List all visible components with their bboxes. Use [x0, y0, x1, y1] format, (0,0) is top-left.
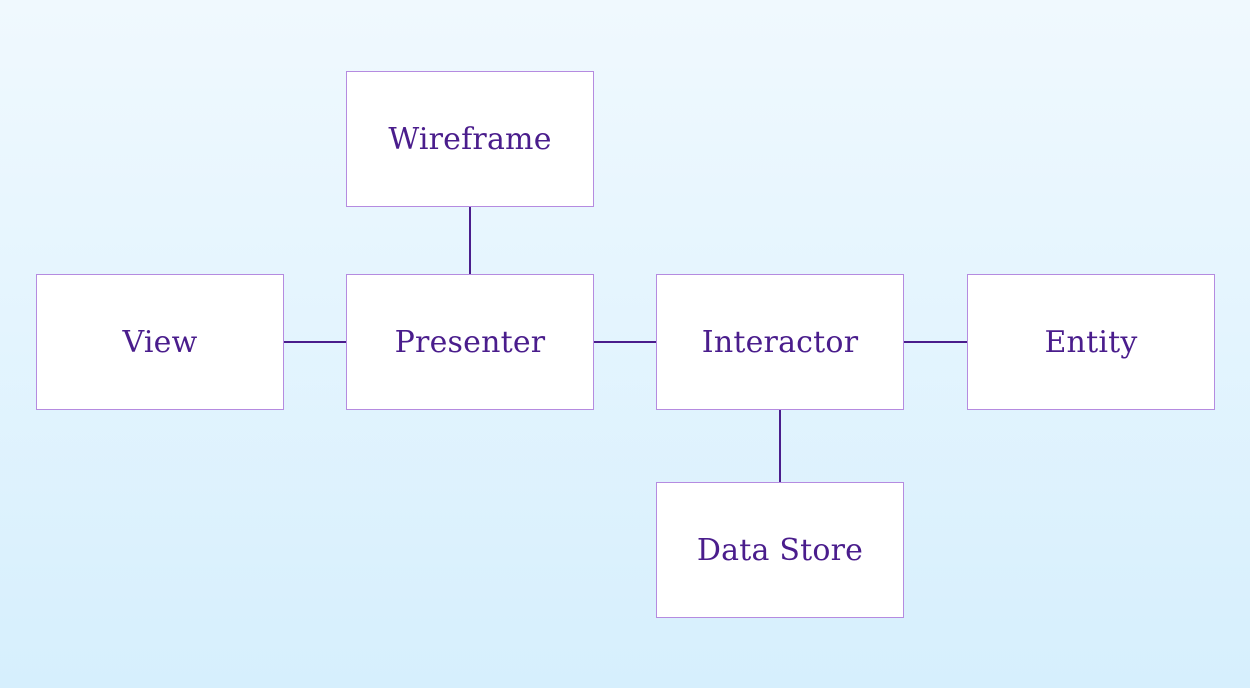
node-wireframe-label: Wireframe — [388, 121, 552, 157]
node-entity: Entity — [967, 274, 1215, 410]
node-entity-label: Entity — [1044, 324, 1138, 360]
connector-view-presenter — [283, 341, 347, 343]
node-data-store-label: Data Store — [696, 532, 864, 568]
connector-presenter-interactor — [593, 341, 657, 343]
node-presenter: Presenter — [346, 274, 594, 410]
node-data-store: Data Store — [656, 482, 904, 618]
node-interactor-label: Interactor — [701, 324, 859, 360]
node-view-label: View — [122, 324, 198, 360]
node-view: View — [36, 274, 284, 410]
node-interactor: Interactor — [656, 274, 904, 410]
node-presenter-label: Presenter — [394, 324, 546, 360]
connector-interactor-data-store — [779, 409, 781, 483]
node-wireframe: Wireframe — [346, 71, 594, 207]
connector-interactor-entity — [903, 341, 968, 343]
connector-wireframe-presenter — [469, 206, 471, 275]
